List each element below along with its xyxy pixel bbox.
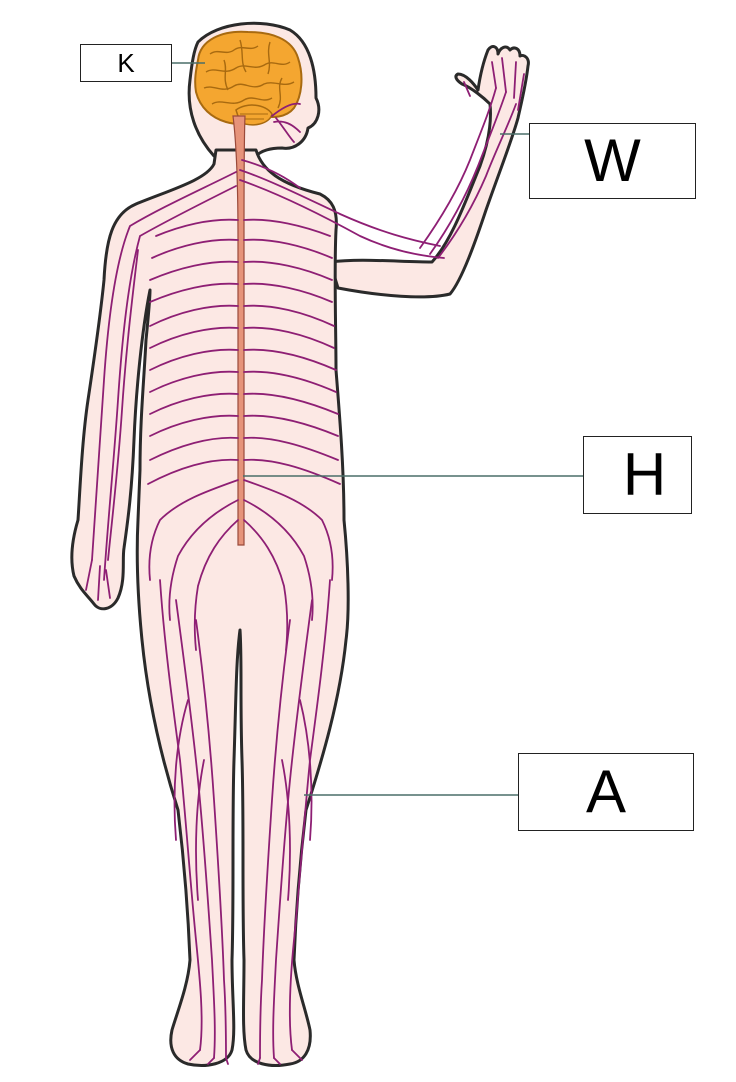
label-k-text: K xyxy=(117,48,135,78)
torso-and-legs xyxy=(70,148,350,1067)
leader-lines xyxy=(172,62,583,796)
brain-icon xyxy=(194,30,303,126)
nerves xyxy=(85,57,525,1065)
label-w-text: W xyxy=(584,127,641,194)
label-h: H xyxy=(583,436,692,514)
body-silhouette xyxy=(70,21,530,1067)
label-a-text: A xyxy=(585,758,627,825)
label-h-text: H xyxy=(622,441,667,508)
raised-arm xyxy=(328,45,530,299)
label-a: A xyxy=(518,753,694,831)
label-w: W xyxy=(529,123,696,199)
spinal-cord xyxy=(232,115,246,546)
label-k: K xyxy=(80,44,172,82)
